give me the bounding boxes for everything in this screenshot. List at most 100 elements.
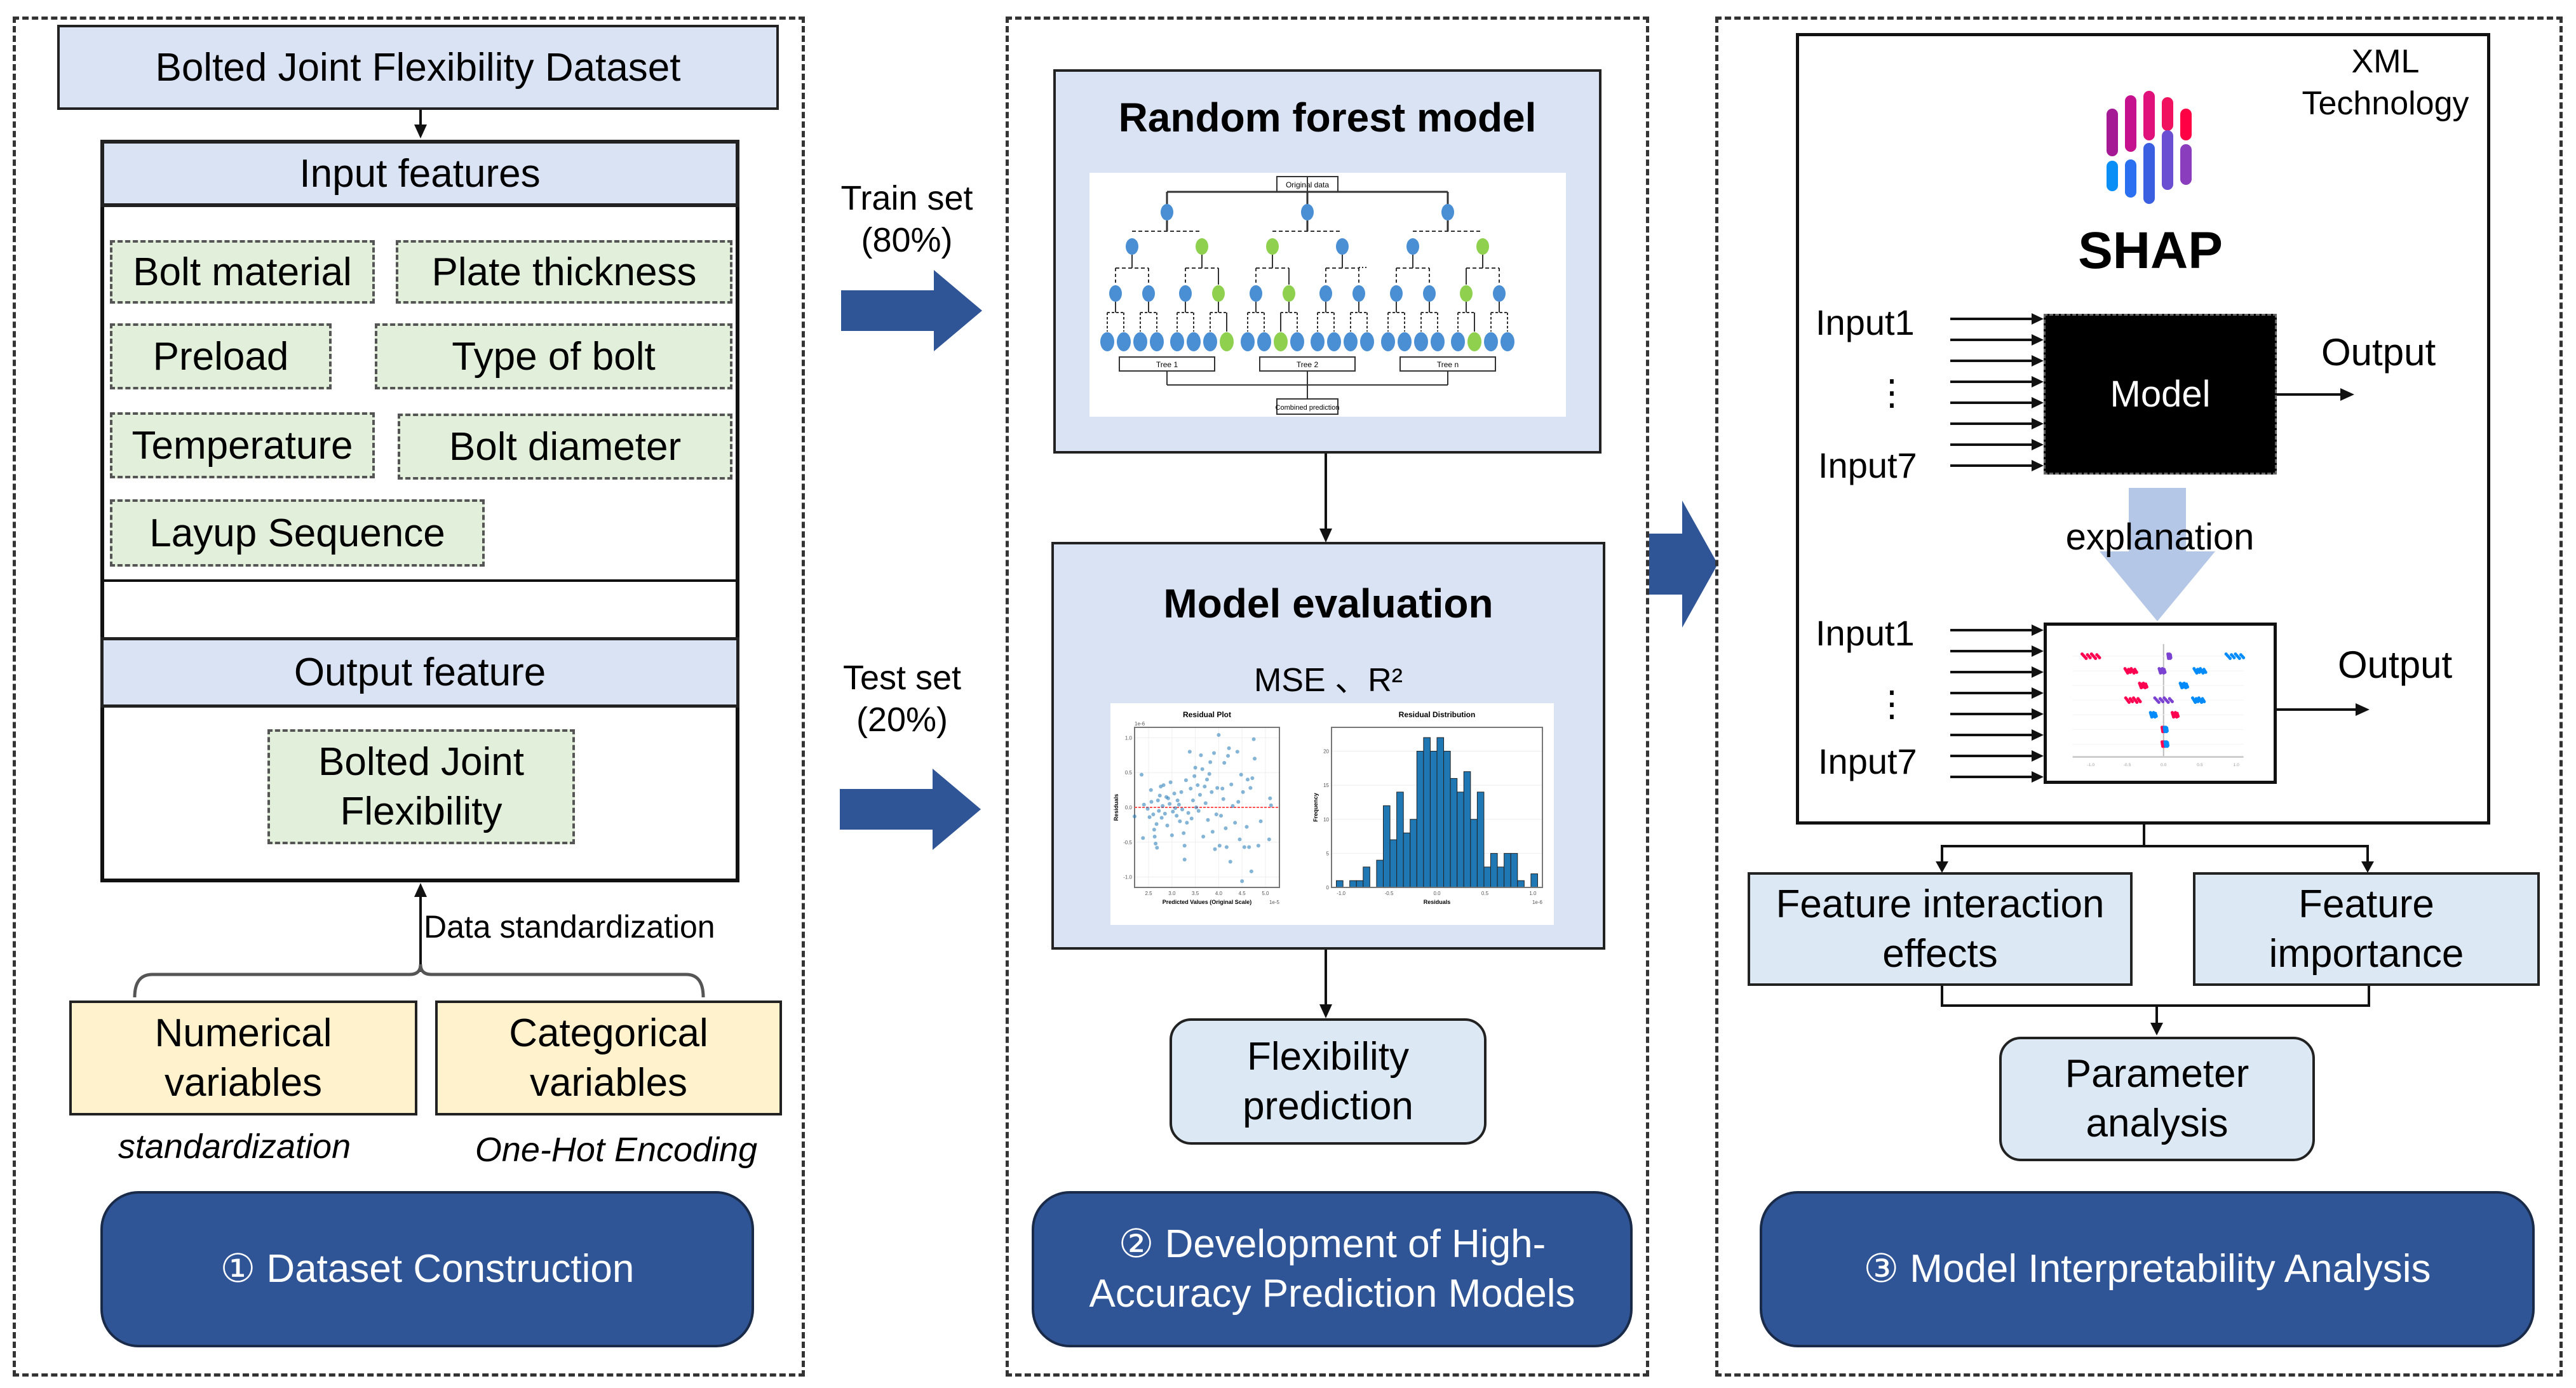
residual-point	[1194, 805, 1199, 809]
rf-tree-label: Tree 2	[1297, 360, 1319, 369]
histogram-bar	[1483, 866, 1492, 888]
rf-node	[1493, 285, 1506, 302]
rf-leaf	[1117, 332, 1131, 351]
xml-line: Technology	[2302, 85, 2469, 122]
residual-point	[1269, 803, 1273, 807]
rf-leaf	[1467, 332, 1481, 351]
rf-leaf	[1241, 332, 1255, 351]
test-line: (20%)	[856, 701, 948, 739]
numerical-line: Numerical	[154, 1011, 332, 1055]
residual-point	[1159, 816, 1164, 820]
feature-bolt-material: Bolt material	[110, 240, 375, 304]
explanation-arrow-icon	[2100, 488, 2215, 621]
histogram-bar	[1476, 792, 1485, 888]
residual-point	[1151, 812, 1156, 816]
x-tick-label: -0.5	[2124, 763, 2131, 767]
shap-point	[2176, 715, 2180, 718]
residual-point	[1219, 814, 1224, 818]
stage-2-button[interactable]: ② Development of High- Accuracy Predicti…	[1032, 1191, 1633, 1347]
analysis-connectors	[1936, 825, 2374, 1035]
y-tick-label: 1.0	[1125, 735, 1133, 741]
feature-label: Bolt diameter	[448, 424, 682, 469]
residual-point	[1168, 780, 1173, 785]
rf-leaf	[1203, 332, 1217, 351]
x-tick-label: -0.5	[1385, 891, 1394, 896]
rf-node	[1283, 285, 1295, 302]
residual-point	[1182, 858, 1187, 862]
residual-point	[1217, 733, 1221, 738]
histogram-bar	[1463, 771, 1471, 888]
rf-tree-label: Tree 1	[1156, 360, 1178, 369]
histogram-bar	[1497, 866, 1505, 888]
residual-point	[1154, 822, 1159, 826]
shap-wordmark: SHAP	[2078, 222, 2223, 280]
residual-point	[1170, 833, 1174, 837]
input-arrowhead	[2032, 687, 2044, 699]
residual-point	[1161, 804, 1165, 808]
rf-leaf	[1133, 332, 1147, 351]
residual-point	[1210, 830, 1215, 834]
shap-point	[2094, 656, 2098, 660]
residual-point	[1240, 879, 1244, 884]
upper-input-first-label: Input1	[1816, 302, 1915, 342]
residual-point	[1250, 776, 1255, 780]
shap-point	[2157, 701, 2161, 704]
y-tick-label: 20	[1323, 749, 1329, 755]
flex-line: Flexibility	[1247, 1034, 1409, 1079]
y-tick-label: 0.0	[1125, 805, 1133, 811]
train-line: (80%)	[861, 221, 953, 259]
rf-node	[1126, 238, 1138, 255]
shap-point	[2126, 671, 2129, 675]
residual-point	[1196, 809, 1201, 813]
feature-layup-sequence: Layup Sequence	[110, 499, 485, 567]
categorical-line: Categorical	[509, 1011, 708, 1055]
feature-label: Type of bolt	[452, 334, 656, 379]
stage-3-button[interactable]: ③ Model Interpretability Analysis	[1760, 1191, 2535, 1347]
shap-logo-icon	[2107, 91, 2192, 204]
shap-point	[2135, 701, 2139, 704]
residual-point	[1140, 772, 1144, 777]
stage-1-button[interactable]: ① Dataset Construction	[100, 1191, 754, 1347]
shap-point	[2237, 656, 2241, 660]
numerical-method: standardization	[118, 1128, 351, 1166]
residual-point	[1245, 778, 1250, 782]
rf-leaf	[1290, 332, 1304, 351]
rf-node	[1250, 285, 1262, 302]
lower-output-arrow	[2277, 703, 2370, 716]
dataset-title-box: Bolted Joint Flexibility Dataset	[57, 25, 779, 110]
shap-point	[2169, 656, 2173, 659]
rf-leaf	[1187, 332, 1201, 351]
x-tick-label: -1.0	[2087, 763, 2094, 767]
shap-point	[2163, 670, 2167, 674]
x-axis-label: Predicted Values (Original Scale)	[1163, 899, 1252, 905]
y-tick-label: 5	[1326, 851, 1330, 856]
shap-point	[2165, 729, 2169, 733]
y-tick-label: 0	[1326, 885, 1330, 891]
feature-temperature: Temperature	[110, 412, 375, 478]
residual-point	[1224, 826, 1228, 830]
residual-point	[1190, 798, 1195, 803]
upper-output-label: Output	[2321, 331, 2436, 374]
residual-point	[1212, 751, 1217, 755]
residual-point	[1152, 835, 1157, 839]
input-arrowhead	[2032, 666, 2044, 678]
rf-leaf	[1414, 332, 1428, 351]
residual-point	[1235, 750, 1239, 754]
stage-2-line: ② Development of High-	[1118, 1222, 1546, 1266]
rf-to-eval-arrow	[1319, 454, 1332, 542]
param-line: analysis	[2086, 1102, 2229, 1145]
input-arrowhead	[2032, 771, 2044, 783]
rf-combined-label: Combined prediction	[1276, 404, 1340, 412]
y-tick-label: 0.5	[1125, 770, 1133, 776]
xml-line: XML	[2351, 43, 2420, 80]
rf-node	[1390, 285, 1403, 302]
histogram-bar	[1356, 880, 1364, 888]
x-axis-label: Residuals	[1424, 899, 1451, 905]
histogram-bar	[1396, 792, 1404, 888]
shap-point	[2201, 671, 2205, 675]
rf-leaf	[1451, 332, 1465, 351]
histogram-bar	[1517, 880, 1525, 888]
residual-point	[1214, 812, 1218, 816]
black-box-model: Model	[2044, 314, 2277, 475]
output-feature-header-label: Output feature	[293, 650, 546, 694]
